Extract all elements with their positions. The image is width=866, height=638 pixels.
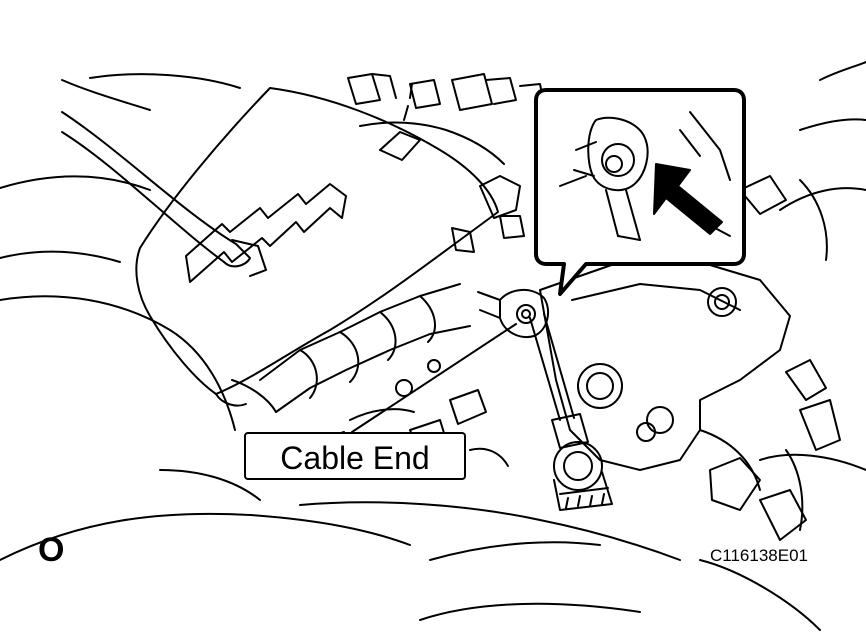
callout-leader-line <box>351 323 517 433</box>
control-cable-rod <box>529 313 613 511</box>
background-body-lines <box>0 61 866 631</box>
bracket-assembly <box>539 175 841 541</box>
figure-code-label: C116138E01 <box>710 546 808 565</box>
view-mark-label: O <box>38 531 65 569</box>
cable-end-label: Cable End <box>244 432 466 480</box>
wire-harness-connectors <box>347 73 545 253</box>
detail-inset <box>534 88 746 296</box>
shift-cable <box>61 111 267 277</box>
direction-arrow-icon <box>653 163 723 235</box>
shift-lever-cover <box>135 87 499 413</box>
cable-end <box>477 289 550 338</box>
